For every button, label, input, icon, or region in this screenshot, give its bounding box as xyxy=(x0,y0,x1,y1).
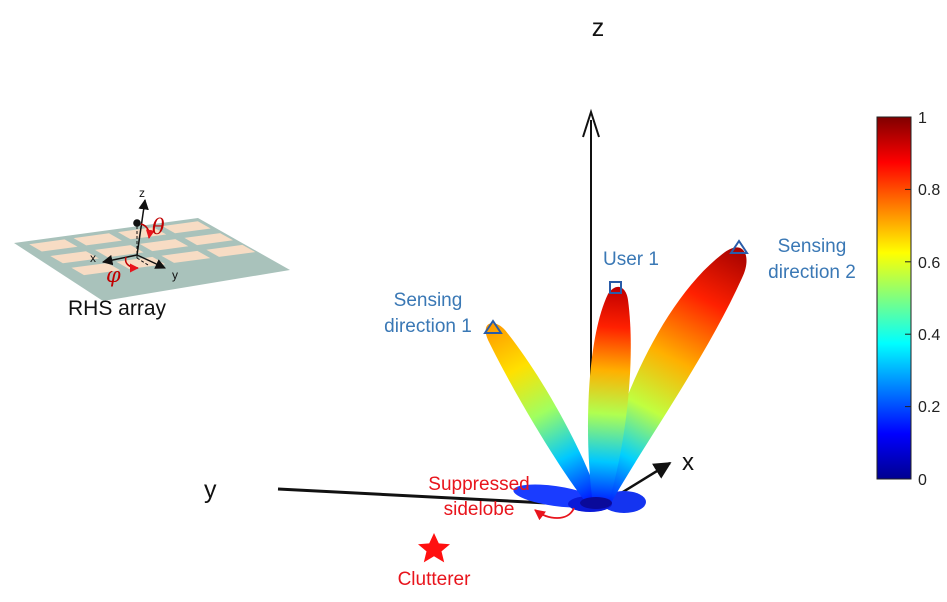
colorbar-tick-label: 0.4 xyxy=(918,327,940,344)
inset-y-label: y xyxy=(172,268,178,282)
z-axis-label: z xyxy=(592,14,605,42)
clutterer-label: Clutterer xyxy=(398,569,472,590)
sensing-direction-2-label-line1: Sensing xyxy=(778,236,847,257)
annotations: User 1 Sensing direction 1 Sensing direc… xyxy=(384,236,856,590)
lobe-sensing-direction-1 xyxy=(485,323,600,505)
lobe-user-1 xyxy=(587,286,631,505)
x-axis-label: x xyxy=(682,449,694,476)
sensing-direction-1-label-line1: Sensing xyxy=(394,290,463,311)
sensing-direction-2-label-line2: direction 2 xyxy=(768,262,856,283)
y-axis-label: y xyxy=(204,476,217,504)
inset-phi-label: φ xyxy=(106,263,121,287)
inset-z-axis xyxy=(136,198,149,256)
suppressed-sidelobe-label-line1: Suppressed xyxy=(428,474,529,495)
colorbar-ticks xyxy=(905,116,911,480)
colorbar-tick-label: 0 xyxy=(918,472,927,489)
rhs-array-inset: z x y θ φ RHS array xyxy=(14,186,290,320)
colorbar-tick-label: 0.8 xyxy=(918,182,940,199)
inset-theta-label: θ xyxy=(152,215,165,239)
inset-phi-arc xyxy=(124,256,139,273)
colorbar-gradient xyxy=(876,116,912,480)
y-axis-line xyxy=(277,487,586,507)
colorbar-tick-label: 1 xyxy=(918,110,927,127)
markers xyxy=(418,239,749,563)
beam-pattern xyxy=(485,247,747,513)
clutterer-star-icon xyxy=(418,533,450,563)
user-1-label: User 1 xyxy=(603,249,659,270)
suppressed-sidelobe-label-line2: sidelobe xyxy=(444,499,515,520)
inset-x-label: x xyxy=(90,251,96,265)
inset-caption: RHS array xyxy=(68,297,167,320)
colorbar-tick-label: 0.6 xyxy=(918,255,940,272)
sensing-direction-2-marker xyxy=(729,239,749,254)
inset-direction-projection xyxy=(136,257,149,266)
colorbar: 1 0.8 0.6 0.4 0.2 0 xyxy=(876,110,940,489)
colorbar-tick-label: 0.2 xyxy=(918,399,940,416)
sensing-direction-1-label-line2: direction 1 xyxy=(384,316,472,337)
z-axis-arrowhead xyxy=(582,108,600,138)
inset-theta-arc xyxy=(140,223,155,239)
lobe-sensing-direction-2 xyxy=(596,247,747,505)
inset-y-axis xyxy=(136,254,166,269)
user-1-marker xyxy=(609,281,622,294)
inset-x-axis xyxy=(101,254,138,266)
lobe-base xyxy=(580,497,612,509)
inset-target-point xyxy=(133,219,141,227)
inset-z-label: z xyxy=(139,186,145,200)
suppressed-sidelobe-arrow xyxy=(534,507,575,521)
sensing-direction-1-marker xyxy=(483,319,503,334)
